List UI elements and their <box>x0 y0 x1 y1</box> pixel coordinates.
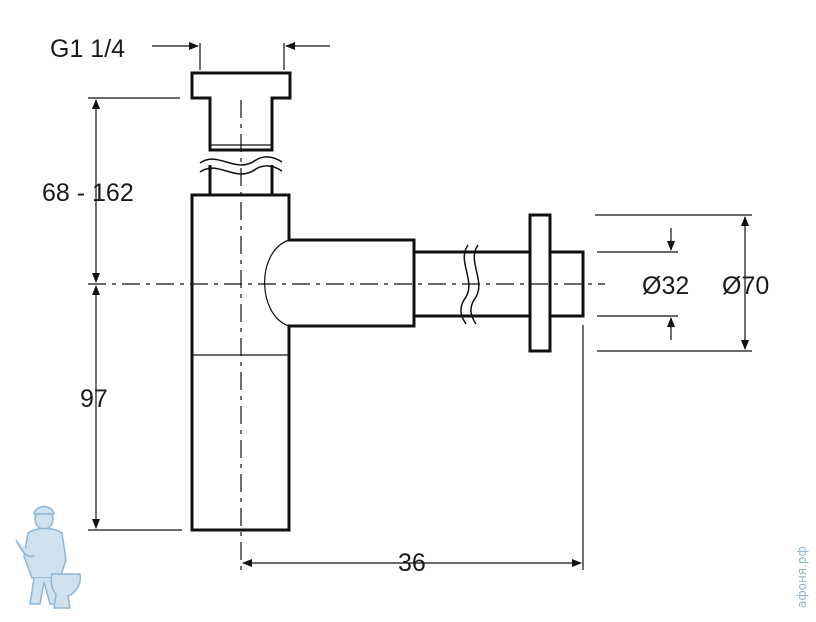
upper-tube <box>208 165 274 195</box>
outlet-height-label: 97 <box>80 385 108 413</box>
logo-toilet <box>50 573 82 609</box>
thread-label: G1 1/4 <box>50 35 125 63</box>
height-adjust-label: 68 - 162 <box>42 179 134 207</box>
break-mark-vertical-2 <box>199 165 283 175</box>
break-mark-horizontal-2 <box>470 244 480 325</box>
horizontal-length-label: 36 <box>398 549 426 577</box>
flange-diameter-label: Ø70 <box>722 272 769 300</box>
break-mark-vertical-1 <box>199 156 283 166</box>
logo-cap <box>33 505 55 515</box>
dimension-lines <box>92 42 749 567</box>
logo-arm <box>15 539 35 558</box>
break-mark-horizontal-1 <box>460 244 470 325</box>
siphon-outline <box>190 71 585 532</box>
extension-lines <box>88 43 752 570</box>
watermark: афоня.рф <box>795 546 809 608</box>
center-lines <box>88 100 605 570</box>
flange <box>528 213 552 353</box>
break-marks <box>199 156 480 325</box>
main-body <box>190 193 416 532</box>
pipe-end <box>550 250 585 318</box>
elbow-curve <box>264 239 290 327</box>
top-cap <box>190 71 292 152</box>
plumber-logo <box>15 505 82 609</box>
outlet-diameter-label: Ø32 <box>642 272 689 300</box>
